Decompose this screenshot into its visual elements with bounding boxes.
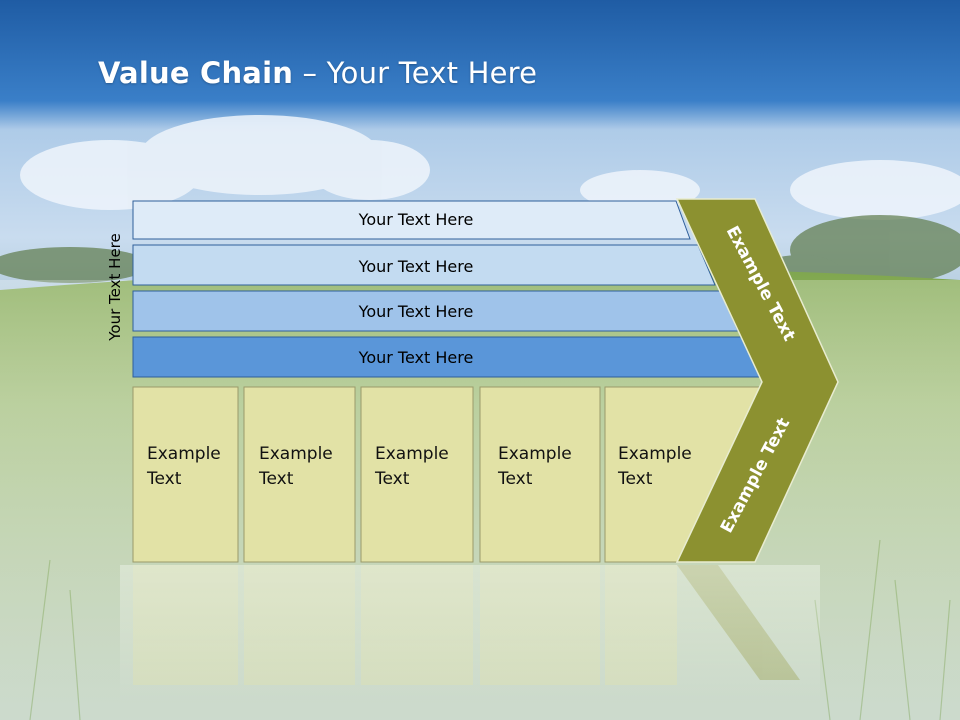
- box-3: [360, 386, 474, 563]
- box-4: [479, 386, 601, 563]
- bar-2-label: Your Text Here: [358, 257, 474, 276]
- box-4-line-1: Example: [498, 444, 572, 464]
- box-2: [243, 386, 356, 563]
- bar-1-label: Your Text Here: [358, 210, 474, 229]
- box-4-line-2: Text: [497, 469, 533, 489]
- bar-4-label: Your Text Here: [358, 348, 474, 367]
- bar-2: [132, 244, 716, 286]
- box-2-line-1: Example: [259, 444, 333, 464]
- chevron-arrow: [675, 198, 839, 563]
- box-3-line-2: Text: [374, 469, 410, 489]
- box-2-line-2: Text: [258, 469, 294, 489]
- bar-1: [132, 200, 691, 240]
- box-1-line-2: Text: [146, 469, 182, 489]
- slide-title: Value Chain – Your Text Here: [98, 56, 538, 90]
- box-1: [132, 386, 239, 563]
- box-1-line-1: Example: [147, 444, 221, 464]
- box-5-line-1: Example: [618, 444, 692, 464]
- box-5-line-2: Text: [617, 469, 653, 489]
- box-3-line-1: Example: [375, 444, 449, 464]
- bar-3-label: Your Text Here: [358, 302, 474, 321]
